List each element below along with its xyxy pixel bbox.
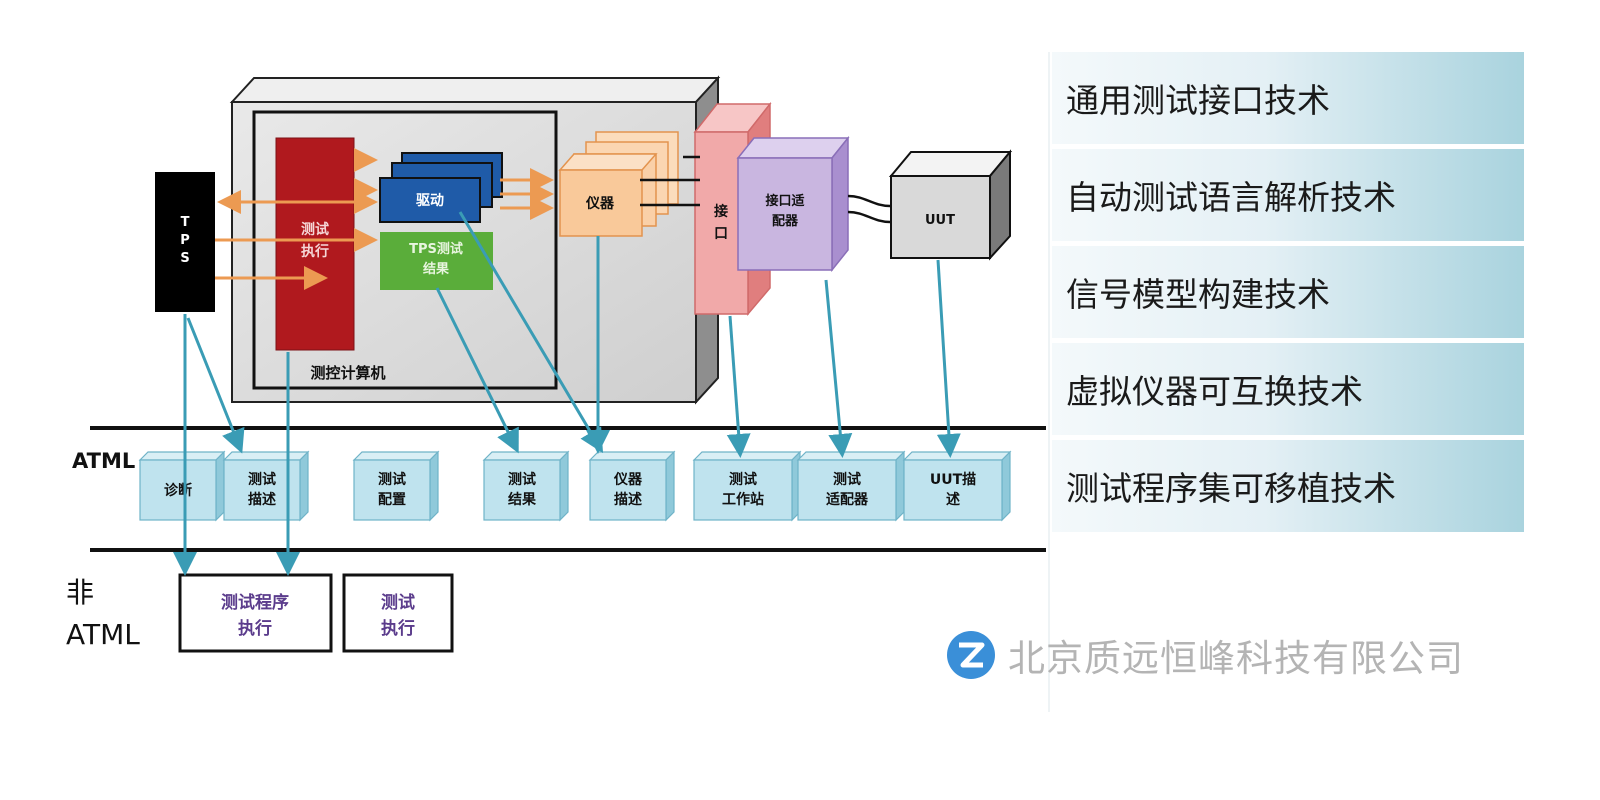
uut-block: UUT	[888, 149, 1013, 261]
teal-arrows	[173, 211, 961, 576]
company-watermark: 北京质远恒峰科技有限公司	[946, 628, 1464, 682]
atml-box-row: 诊断 测试描述 测试配置 测试结果 仪器描述 测试工作站 测试适配器 UUT描述	[138, 450, 1012, 522]
cable-lines	[640, 155, 892, 224]
atml-box-label: UUT描述	[930, 471, 976, 508]
non-atml-box-1: 测试程序执行	[178, 573, 333, 653]
orange-arrows	[215, 148, 554, 290]
atml-box: 测试描述	[222, 450, 310, 522]
atml-box-label: 测试配置	[378, 471, 406, 508]
tps-result-block: TPS测试结果	[380, 232, 493, 290]
interface-label: 接口	[714, 203, 728, 242]
tech-item-language-parsing: 自动测试语言解析技术	[1052, 149, 1524, 241]
atml-box-label: 测试适配器	[826, 471, 869, 508]
tps-result-label: TPS测试结果	[409, 241, 463, 277]
atml-box: UUT描述	[902, 450, 1012, 522]
tech-item-universal-interface: 通用测试接口技术	[1052, 52, 1524, 144]
company-logo-icon	[947, 631, 995, 679]
tech-item-tps-portability: 测试程序集可移植技术	[1052, 440, 1524, 532]
atml-box: 测试适配器	[796, 450, 906, 522]
adapter-label: 接口适配器	[765, 193, 804, 229]
atml-label: ATML	[72, 449, 135, 473]
driver-label: 驱动	[416, 192, 444, 209]
non-atml-box-2-label: 测试执行	[381, 592, 415, 639]
atml-box-label: 测试描述	[248, 471, 276, 508]
atml-box: 诊断	[138, 450, 226, 522]
atml-box-label: 测试结果	[508, 471, 537, 508]
non-atml-box-2: 测试执行	[342, 573, 454, 653]
tech-item-virtual-instrument: 虚拟仪器可互换技术	[1052, 343, 1524, 435]
atml-box: 测试配置	[352, 450, 440, 522]
non-atml-box-1-label: 测试程序执行	[221, 592, 289, 639]
side-divider	[1048, 52, 1050, 712]
test-exec-label: 测试执行	[301, 221, 329, 260]
instrument-block: 仪器	[558, 131, 679, 237]
company-name: 北京质远恒峰科技有限公司	[1008, 637, 1464, 680]
tech-item-signal-model: 信号模型构建技术	[1052, 246, 1524, 338]
computer-label: 测控计算机	[310, 364, 385, 382]
atml-box-label: 仪器描述	[613, 472, 643, 508]
tech-list: 通用测试接口技术 自动测试语言解析技术 信号模型构建技术 虚拟仪器可互换技术 测…	[1052, 52, 1524, 537]
test-exec-block: 测试执行	[275, 137, 355, 351]
atml-box: 仪器描述	[588, 450, 676, 522]
driver-block: 驱动	[379, 152, 503, 223]
atml-box-label: 诊断	[164, 482, 192, 499]
atml-box: 测试工作站	[692, 450, 802, 522]
atml-box: 测试结果	[482, 450, 570, 522]
atml-box-label: 测试工作站	[722, 471, 764, 508]
instrument-label: 仪器	[585, 196, 615, 212]
adapter-block: 接口适配器	[736, 135, 850, 273]
uut-label: UUT	[925, 213, 955, 228]
